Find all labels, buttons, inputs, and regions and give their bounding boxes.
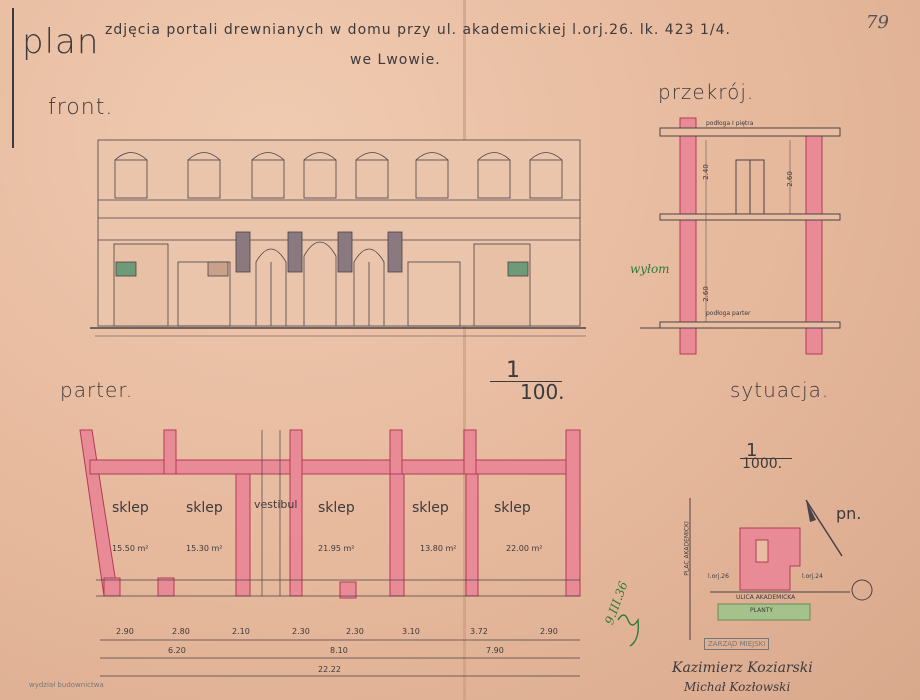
- scale-bar: [490, 381, 562, 382]
- site-scale-numerator: 1: [746, 440, 758, 461]
- room-label: sklep: [318, 500, 355, 516]
- cross-section: [640, 117, 841, 355]
- room-area: 15.50 m²: [112, 544, 149, 553]
- dimension: 2.90: [540, 627, 558, 636]
- dimension: 2.30: [292, 627, 310, 636]
- signature: Michał Kozłowski: [684, 680, 791, 694]
- room-area: 13.80 m²: [420, 544, 457, 553]
- scale-denominator: 100.: [520, 380, 565, 404]
- title-line-1: zdjęcia portali drewnianych w domu przy …: [105, 22, 731, 38]
- section-label: przekrój.: [658, 80, 755, 104]
- room-area: 21.95 m²: [318, 544, 355, 553]
- dimension: 2.30: [346, 627, 364, 636]
- floor-label: podłoga parter: [706, 310, 751, 317]
- signature: Kazimierz Koziarski: [672, 660, 813, 676]
- room-label: sklep: [494, 500, 531, 516]
- dimension: 2.80: [172, 627, 190, 636]
- site-plan-label: sytuacja.: [730, 378, 830, 402]
- upper-windows: [114, 152, 563, 199]
- room-label: sklep: [186, 500, 223, 516]
- plan-lines: [96, 430, 580, 677]
- ground-floor-label: parter.: [60, 378, 134, 402]
- room-area: 15.30 m²: [186, 544, 223, 553]
- site-scale-denominator: 1000.: [742, 456, 783, 472]
- small-stamp: wydział budownictwa: [29, 681, 104, 689]
- room-area: 22.00 m²: [506, 544, 543, 553]
- office-stamp: ZARZĄD MIEJSKI: [704, 638, 770, 650]
- square-label: PLAC AKADEMICKI: [683, 521, 691, 576]
- floor-label: podłoga I piętra: [706, 120, 754, 127]
- plan-title: plan: [22, 22, 100, 62]
- green-note: wyłom: [630, 262, 670, 276]
- dimension: 2.10: [232, 627, 250, 636]
- shop-fronts: [113, 243, 531, 327]
- dimension: 6.20: [168, 646, 186, 655]
- street-label: ULICA AKADEMICKA: [736, 594, 796, 601]
- height-dimension: 2.60: [785, 171, 794, 187]
- height-dimension: 2.40: [701, 164, 710, 180]
- site-plan: [689, 498, 873, 640]
- plot-label: l.orj.24: [802, 573, 823, 580]
- north-label: pn.: [836, 504, 862, 523]
- total-dimension: 22.22: [318, 665, 341, 674]
- sheet-fold: [463, 0, 466, 700]
- portal-doors: [235, 231, 403, 326]
- page-number: 79: [866, 12, 889, 33]
- dimension: 7.90: [486, 646, 504, 655]
- title-line-2: we Lwowie.: [350, 52, 441, 68]
- room-label: vestibul: [254, 498, 298, 511]
- ground-floor-plan: [79, 429, 581, 599]
- front-elevation: [90, 139, 586, 337]
- room-label: sklep: [112, 500, 149, 516]
- room-label: sklep: [412, 500, 449, 516]
- height-dimension: 2.60: [701, 286, 710, 302]
- title-rule: [12, 8, 14, 148]
- site-scale-bar: [740, 458, 792, 459]
- plot-label: l.orj.26: [708, 573, 729, 580]
- dimension: 3.72: [470, 627, 488, 636]
- dimension: 8.10: [330, 646, 348, 655]
- dimension: 3.10: [402, 627, 420, 636]
- green-scribble: [617, 614, 640, 647]
- scale-numerator: 1: [506, 358, 520, 383]
- planty-label: PLANTY: [750, 607, 774, 614]
- dimension: 2.90: [116, 627, 134, 636]
- front-label: front.: [48, 95, 114, 120]
